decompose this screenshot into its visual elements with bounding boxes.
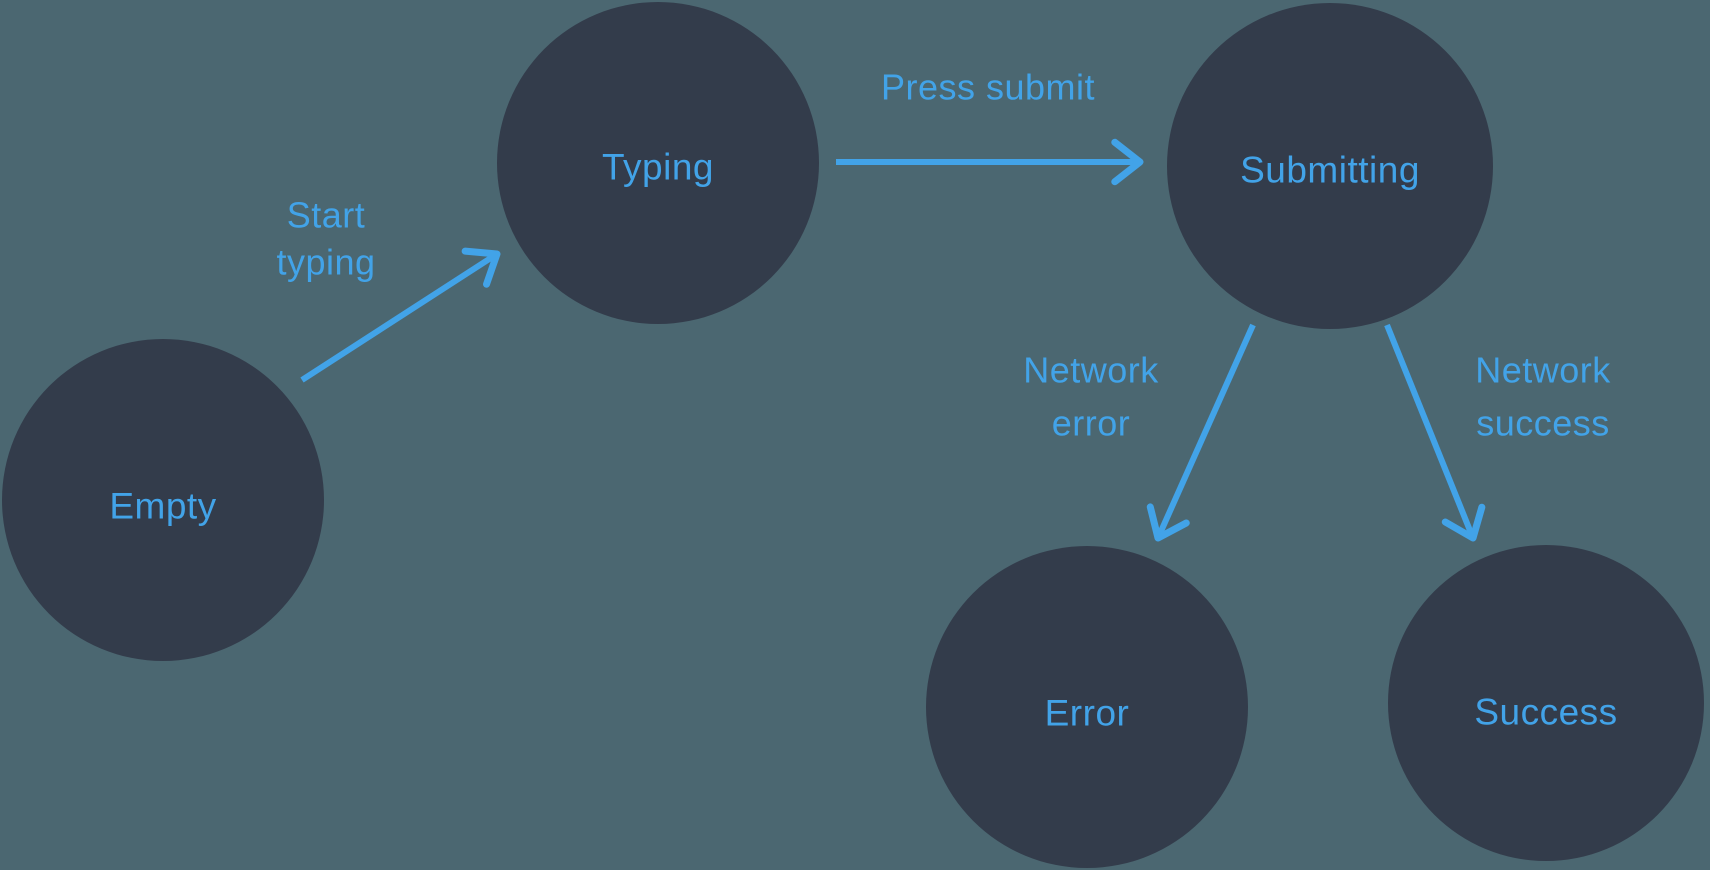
transition-label: typing xyxy=(276,242,375,283)
state-circle xyxy=(2,339,324,661)
transition-label: Start xyxy=(287,195,366,236)
transition-label: success xyxy=(1476,403,1610,444)
transition-press-submit: Press submit xyxy=(836,67,1144,186)
state-circle xyxy=(926,546,1248,868)
state-label: Empty xyxy=(109,486,216,527)
state-label: Error xyxy=(1045,693,1130,734)
state-label: Typing xyxy=(602,147,714,188)
state-circle xyxy=(1388,545,1704,861)
transition-line xyxy=(1156,323,1256,537)
state-node-error: Error xyxy=(926,546,1248,868)
transition-label: Press submit xyxy=(881,67,1095,108)
state-node-success: Success xyxy=(1388,545,1704,861)
transition-arrowhead xyxy=(1146,503,1190,542)
transition-label: Network xyxy=(1023,350,1159,391)
state-circle xyxy=(1167,3,1493,329)
state-circle xyxy=(497,2,819,324)
state-node-typing: Typing xyxy=(497,2,819,324)
transition-label: error xyxy=(1052,403,1131,444)
state-node-empty: Empty xyxy=(2,339,324,661)
transition-network-success: Network success xyxy=(1384,323,1611,542)
transition-network-error: Network error xyxy=(1023,323,1256,542)
state-label: Submitting xyxy=(1240,150,1420,191)
transition-line xyxy=(300,253,497,383)
transition-start-typing: Start typing xyxy=(276,195,501,383)
transition-arrowhead xyxy=(1441,503,1486,542)
state-node-submitting: Submitting xyxy=(1167,3,1493,329)
transition-arrowhead xyxy=(461,247,501,288)
state-label: Success xyxy=(1474,692,1617,733)
transition-label: Network xyxy=(1475,350,1611,391)
transition-arrowhead xyxy=(1111,138,1144,186)
transition-line xyxy=(1384,323,1475,537)
